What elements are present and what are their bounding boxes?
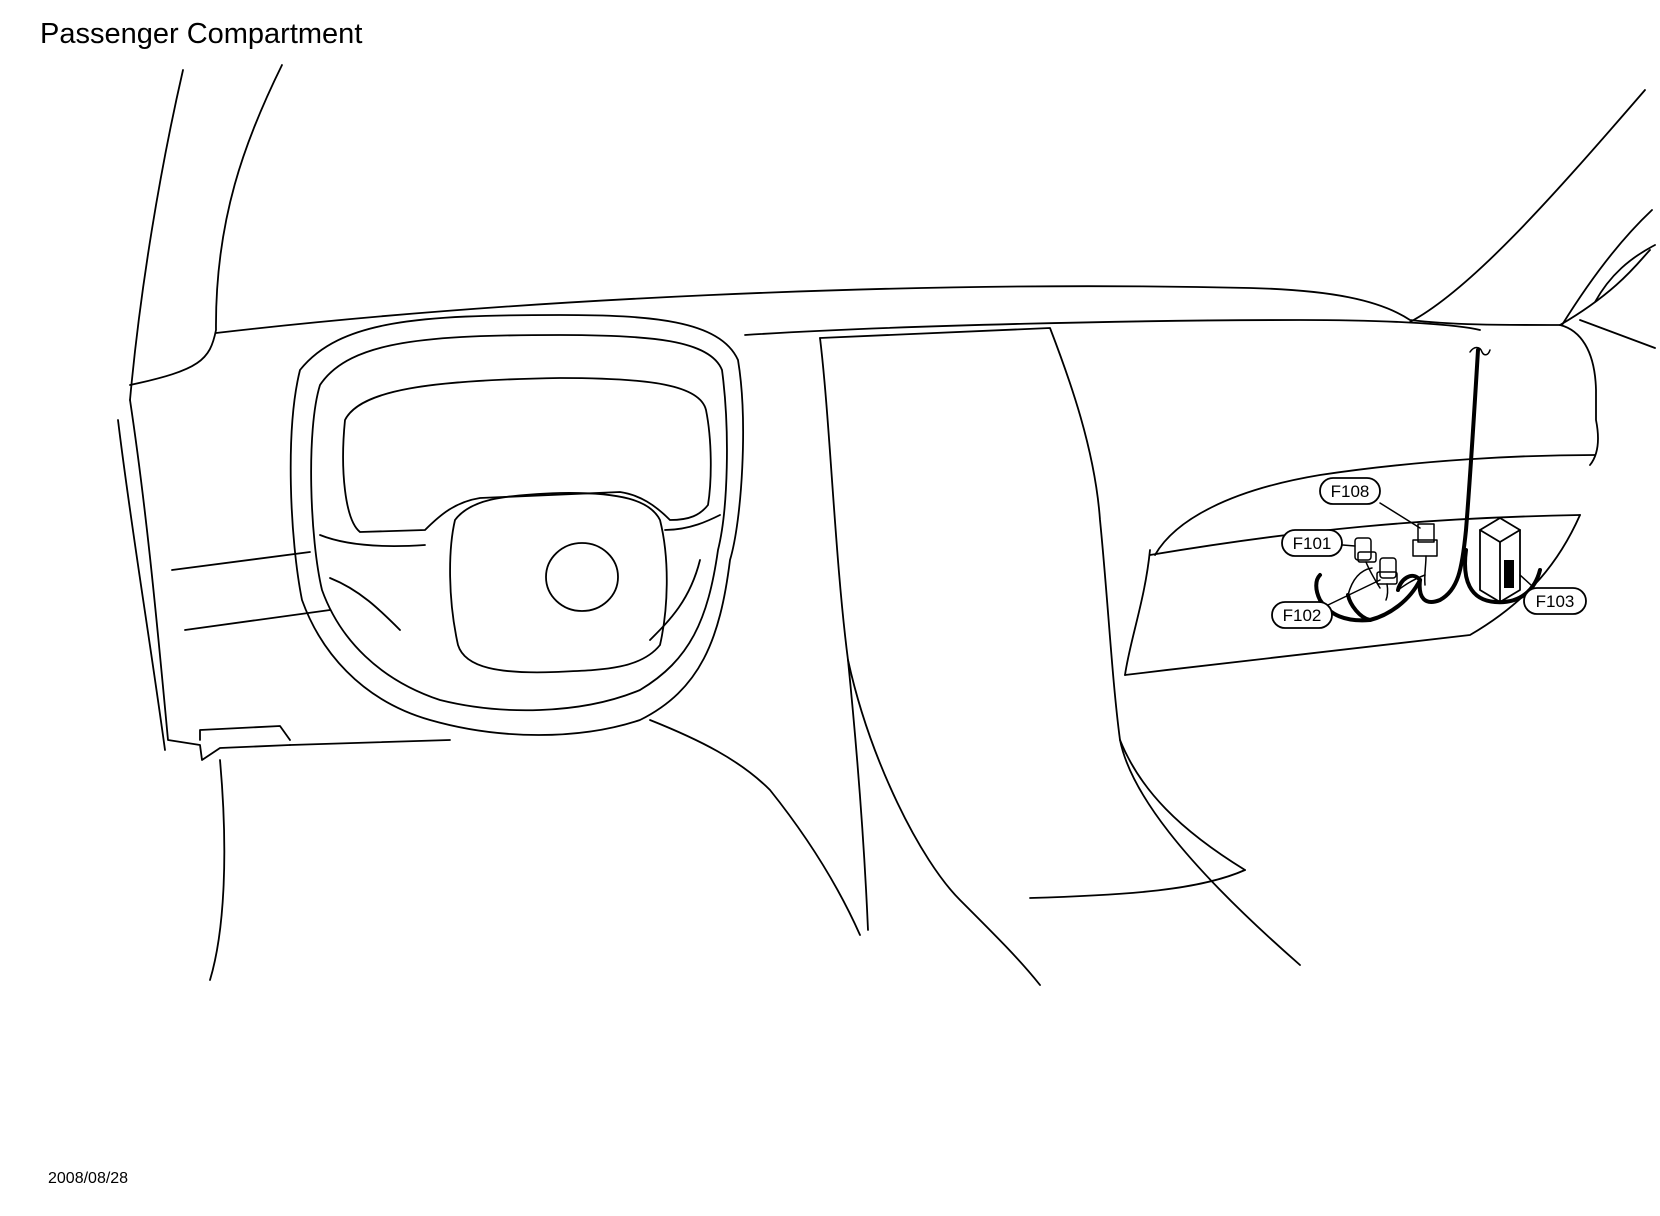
callout-f101: F101 [1281, 529, 1343, 557]
callout-f101-label: F101 [1293, 534, 1332, 553]
windshield-right [1409, 89, 1656, 466]
callout-f102: F102 [1271, 601, 1333, 629]
connector-f103 [1479, 517, 1521, 603]
a-pillar [129, 64, 283, 401]
callout-f108: F108 [1319, 477, 1381, 505]
connector-f108 [1412, 523, 1438, 586]
connector-f102 [1376, 557, 1398, 601]
connector-f101 [1354, 537, 1381, 589]
callout-f103: F103 [1523, 587, 1587, 615]
leader-lines [1317, 502, 1544, 606]
dash-left-panel [117, 399, 451, 981]
diagram-date: 2008/08/28 [48, 1170, 129, 1187]
callout-f102-label: F102 [1283, 606, 1322, 625]
center-console [649, 327, 1301, 986]
callout-f103-label: F103 [1536, 592, 1575, 611]
glove-box-area [1124, 454, 1596, 676]
steering-wheel [289, 314, 744, 736]
dashboard-top [215, 285, 1561, 336]
page-title: Passenger Compartment [40, 18, 363, 50]
callout-f108-label: F108 [1331, 482, 1370, 501]
